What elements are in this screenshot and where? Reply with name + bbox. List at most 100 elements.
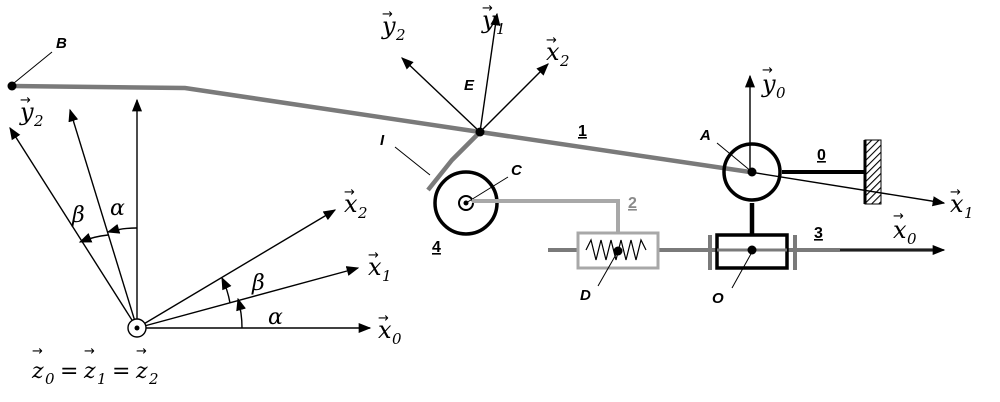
x1-axis-left: [136, 266, 360, 329]
leader-o: [731, 251, 753, 289]
point-o-dot: [747, 245, 757, 255]
spring-coil: [585, 238, 647, 261]
ground-hatch: [864, 139, 882, 205]
label-i: I: [380, 132, 385, 149]
z-axis-dot: [134, 325, 140, 331]
mechanism-figure: B I E → y 1 → y 2 → x 2 1 C: [7, 1, 974, 307]
y1-axis-left: [68, 108, 138, 329]
svg-text:→: →: [482, 1, 493, 16]
svg-text:1: 1: [97, 370, 107, 388]
svg-text:→: →: [368, 248, 379, 263]
svg-text:→: →: [382, 7, 393, 22]
label-y1-e: → y 1: [481, 1, 506, 38]
svg-text:y: y: [481, 6, 496, 34]
svg-text:x: x: [368, 253, 382, 281]
label-alpha-top: α: [110, 196, 125, 221]
leader-a: [716, 142, 753, 173]
label-beta-bottom: β: [251, 271, 265, 296]
svg-text:0: 0: [392, 330, 402, 348]
svg-text:2: 2: [559, 52, 570, 70]
svg-text:x: x: [950, 190, 964, 218]
link-body-2: [472, 199, 620, 235]
svg-text:z: z: [83, 359, 96, 384]
svg-text:→: →: [32, 344, 43, 359]
y2-axis-e: [401, 57, 481, 133]
beta-arc-top: [78, 233, 109, 243]
svg-text:→: →: [546, 33, 557, 48]
svg-text:0: 0: [907, 230, 917, 248]
lever-arm-i: [426, 130, 482, 192]
svg-text:y: y: [19, 98, 34, 126]
svg-text:x: x: [344, 190, 358, 218]
svg-text:x: x: [546, 38, 560, 66]
x2-axis-left: [136, 209, 337, 329]
svg-text:z: z: [135, 359, 148, 384]
svg-text:z: z: [31, 359, 44, 384]
svg-text:=: =: [60, 359, 78, 384]
svg-text:2: 2: [148, 370, 159, 388]
svg-text:→: →: [893, 209, 904, 224]
svg-text:1: 1: [964, 204, 974, 222]
svg-text:x: x: [378, 316, 392, 344]
label-o: O: [712, 290, 724, 307]
label-x2-e: → x 2: [546, 33, 570, 70]
svg-text:→: →: [950, 185, 961, 200]
alpha-arc-bottom: [236, 297, 246, 329]
y1-axis-e: [479, 12, 501, 133]
svg-text:=: =: [112, 359, 130, 384]
label-y0-a: → y 0: [761, 63, 786, 102]
svg-text:1: 1: [382, 267, 392, 285]
label-y2-e: → y 2: [381, 7, 406, 44]
lever-body-1: [11, 83, 751, 175]
label-a: A: [699, 127, 711, 144]
svg-text:→: →: [344, 185, 355, 200]
svg-text:2: 2: [395, 26, 406, 44]
label-body-1: 1: [578, 123, 587, 140]
label-c: C: [511, 162, 523, 179]
svg-text:→: →: [378, 311, 389, 326]
label-x2-left: x 2 →: [344, 185, 368, 222]
svg-text:0: 0: [45, 370, 55, 388]
label-b: B: [56, 35, 67, 52]
alpha-arc-top: [106, 223, 138, 234]
label-x0-left: x 0 →: [378, 311, 402, 348]
svg-text:→: →: [136, 344, 147, 359]
svg-text:y: y: [761, 70, 776, 98]
svg-text:1: 1: [496, 20, 506, 38]
leader-i: [394, 146, 431, 176]
x1-axis-a: [749, 171, 946, 207]
rotation-frames-figure: x 0 → x 1 → x 2 → y 2 → α β α β → z 0 = …: [9, 93, 402, 388]
svg-text:→: →: [20, 93, 31, 108]
label-x1-left: x 1 →: [368, 248, 392, 285]
label-body-2: 2: [628, 195, 637, 212]
label-d: D: [580, 287, 591, 304]
label-beta-top: β: [71, 203, 85, 228]
label-e: E: [464, 77, 475, 94]
pivot-a-ring: [722, 142, 782, 202]
svg-text:→: →: [84, 344, 95, 359]
label-body-0: 0: [817, 147, 826, 164]
beta-arc-bottom: [221, 276, 232, 304]
svg-text:y: y: [381, 12, 396, 40]
leader-c: [465, 176, 509, 204]
spring-housing: [576, 231, 660, 270]
svg-text:2: 2: [33, 112, 44, 130]
point-b-dot: [7, 81, 17, 91]
x2-axis-e: [479, 63, 549, 133]
z-axes-relation: → z 0 = → z 1 = → z 2: [31, 344, 159, 388]
svg-text:2: 2: [357, 204, 368, 222]
label-body-4: 4: [432, 239, 441, 256]
svg-text:x: x: [893, 216, 907, 244]
svg-text:0: 0: [776, 84, 786, 102]
svg-text:→: →: [762, 63, 773, 78]
y2-axis-left: [9, 126, 138, 329]
label-body-3: 3: [814, 225, 823, 242]
label-x0-rail: → x 0: [893, 209, 917, 248]
label-x1-a: → x 1: [950, 185, 974, 222]
label-y2-left: y 2 →: [19, 93, 44, 130]
leader-d: [597, 250, 619, 287]
label-alpha-bottom: α: [268, 305, 283, 330]
leader-b: [13, 51, 53, 84]
